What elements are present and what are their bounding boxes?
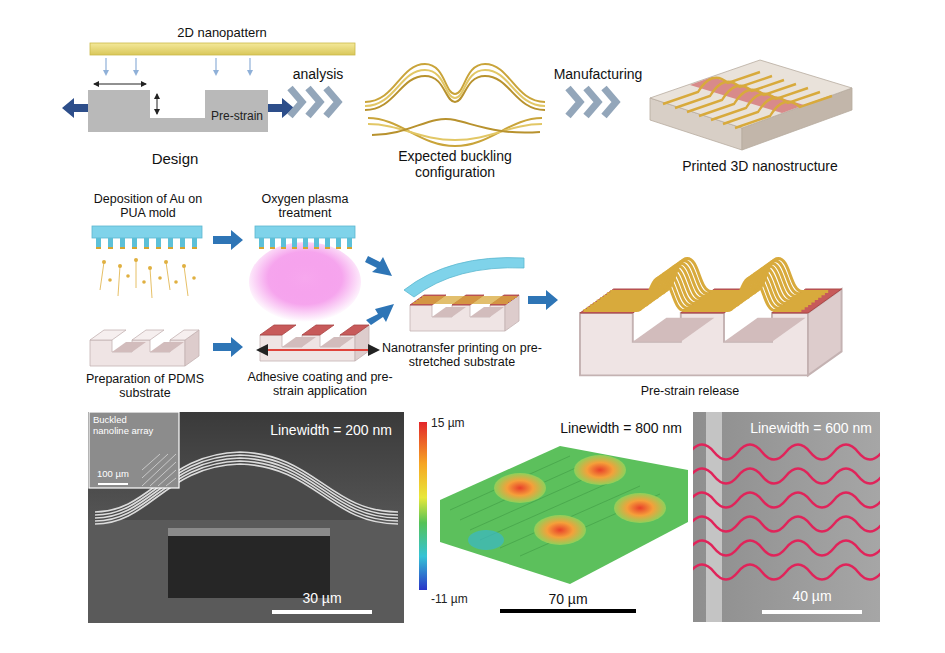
arrow-label: analysis: [273, 66, 363, 82]
step-title: Printed 3D nanostructure: [655, 158, 865, 174]
optical-image-panel: Linewidth = 600 nm 40 µm: [693, 412, 880, 622]
scale-bar-label: 70 µm: [548, 591, 587, 607]
process-step-label: Deposition of Au on PUA mold: [86, 192, 211, 221]
strain-label: Pre-strain: [206, 110, 268, 124]
pattern-label: 2D nanopattern: [147, 26, 297, 41]
scale-bar-label: 30 µm: [302, 590, 341, 606]
linewidth-label: Linewidth = 600 nm: [750, 420, 872, 436]
process-step-label: Oxygen plasma treatment: [253, 192, 358, 221]
step-title: Expected buckling configuration: [385, 148, 525, 180]
scale-bar-label: 100 µm: [97, 469, 129, 480]
process-step-label: Nanotransfer printing on pre-stretched s…: [382, 341, 542, 370]
step-title: Design: [130, 150, 220, 167]
process-step-label: Preparation of PDMS substrate: [78, 372, 213, 401]
colorbar-max-label: 15 µm: [431, 417, 465, 431]
linewidth-label: Linewidth = 800 nm: [560, 420, 682, 436]
process-step-label: Adhesive coating and pre-strain applicat…: [240, 370, 400, 399]
sem-image-panel: Linewidth = 200 nm 30 µm Buckled nanoline …: [88, 412, 404, 623]
height-map-panel: 15 µm -11 µm Linewidth = 800 nm 70 µm: [415, 415, 690, 625]
process-step-label: Pre-strain release: [605, 384, 775, 398]
inset-image-panel: Buckled nanoline array 100 µm: [89, 412, 179, 488]
linewidth-label: Linewidth = 200 nm: [270, 422, 392, 438]
inset-caption: Buckled nanoline array: [93, 415, 159, 437]
scale-bar-label: 40 µm: [792, 588, 831, 604]
colorbar-min-label: -11 µm: [431, 593, 468, 607]
arrow-label: Manufacturing: [533, 66, 663, 82]
